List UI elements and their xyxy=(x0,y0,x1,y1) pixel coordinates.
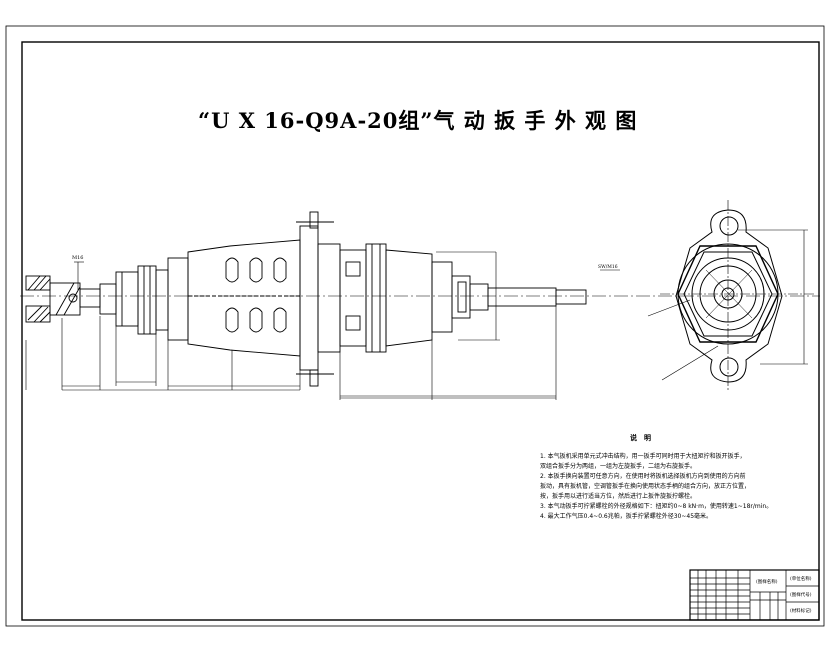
title-block-name: (图样名称) xyxy=(756,578,778,585)
outer-border xyxy=(5,25,825,627)
end-view-bottom-hole xyxy=(719,357,739,377)
notes-block: 说 明 1. 本气扳机采用单元式冲击结构，用一扳手可同时用于大扭矩拧和扳开扳手，… xyxy=(540,433,772,520)
flange-plate xyxy=(296,211,334,387)
left-chuck-block xyxy=(25,275,101,323)
wrench-side-view xyxy=(25,211,587,387)
label-mid: SW/M16 xyxy=(598,264,618,270)
wrench-end-view xyxy=(660,200,816,392)
note-line-2: 双组合扳手分为两组，一组为左旋扳手，二组为右旋扳手。 xyxy=(540,462,696,470)
title-block-code-1: (图样代号) xyxy=(790,591,812,598)
title-block-unit: (单位名称) xyxy=(790,575,812,582)
note-line-1: 1. 本气扳机采用单元式冲击结构，用一扳手可同时用于大扭矩拧和扳开扳手， xyxy=(540,452,746,460)
note-line-6: 3. 本气动扳手可拧紧螺栓的外径规格如下：扭矩约0~8 kN·m，使用转速1~1… xyxy=(540,502,772,510)
socket-section xyxy=(99,265,169,335)
drawing-title: “U X 16-Q9A-20组”气 动 扳 手 外 观 图 xyxy=(198,108,637,133)
note-line-3: 2. 本扳手换向装置可任意方向，在使用时将扳机选择扳机方向到使用的方向前 xyxy=(540,472,746,480)
end-view-flange-outline xyxy=(675,209,783,383)
label-left: M16 xyxy=(72,255,83,261)
end-view-top-hole xyxy=(719,216,739,236)
gearbox-section xyxy=(317,243,433,353)
motor-housing xyxy=(167,239,301,357)
note-line-7: 4. 最大工作气压0.4~0.6兆帕，扳手拧紧螺栓外径30~45毫米。 xyxy=(540,512,712,520)
notes-heading: 说 明 xyxy=(630,433,651,442)
inner-frame xyxy=(21,41,820,621)
title-block xyxy=(689,569,820,621)
note-line-4: 扳动，具有扳机管，空调管扳手在换向使用状态手柄的组合方向，放正方位置， xyxy=(540,482,750,490)
note-line-5: 按，扳手用以进行适当方位，然后进行上扳件旋扳拧螺栓。 xyxy=(540,492,696,500)
output-shaft xyxy=(431,261,587,333)
title-block-code-2: (材料标记) xyxy=(790,607,812,614)
dimension-lines xyxy=(25,251,620,400)
end-view-dimensions xyxy=(647,229,808,381)
